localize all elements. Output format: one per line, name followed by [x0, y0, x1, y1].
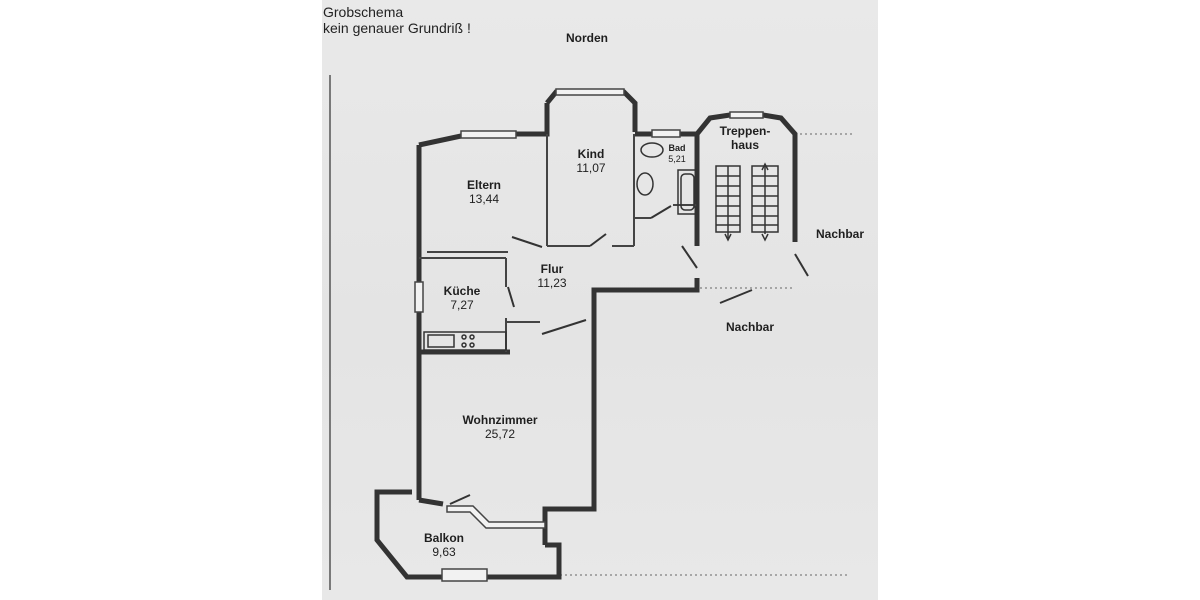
sink: [640, 142, 664, 158]
room-bad-name: Bad: [668, 143, 685, 153]
neighbor-east-label: Nachbar: [816, 227, 864, 241]
room-wohnzimmer-area: 25,72: [485, 427, 515, 441]
room-treppenhaus-name-1: Treppen-: [720, 124, 771, 138]
stairs: [715, 162, 779, 242]
neighbor-south-label: Nachbar: [726, 320, 774, 334]
window-kind: [555, 88, 625, 96]
room-treppenhaus-name-2: haus: [731, 138, 759, 152]
window-treppenhaus: [729, 111, 764, 119]
window-eltern: [460, 130, 517, 139]
boundary-dotted-lines: [560, 133, 855, 576]
room-balkon-area: 9,63: [432, 545, 456, 559]
kitchen-counter: [423, 331, 507, 351]
toilet: [636, 172, 654, 196]
room-eltern-name: Eltern: [467, 178, 501, 192]
room-wohnzimmer-name: Wohnzimmer: [462, 413, 537, 427]
header-line-1: Grobschema: [323, 4, 404, 20]
room-flur-name: Flur: [541, 262, 564, 276]
interior-walls: [419, 134, 697, 352]
header-line-2: kein genauer Grundriß !: [323, 20, 471, 36]
room-bad-area: 5,21: [668, 154, 686, 164]
window-balkon: [441, 568, 488, 582]
room-kueche-name: Küche: [444, 284, 481, 298]
balcony-door: [446, 505, 546, 529]
room-eltern-area: 13,44: [469, 192, 499, 206]
bathroom-fixtures: [636, 142, 698, 215]
door-swings: [449, 205, 809, 505]
windows: [414, 88, 764, 582]
room-kind-name: Kind: [578, 147, 605, 161]
room-flur-area: 11,23: [537, 276, 566, 290]
north-label: Norden: [566, 31, 608, 45]
room-kueche-area: 7,27: [450, 298, 474, 312]
room-kind-area: 11,07: [576, 161, 605, 175]
window-kueche: [414, 281, 424, 313]
bathtub: [677, 169, 698, 215]
window-bad: [651, 129, 681, 138]
room-balkon-name: Balkon: [424, 531, 464, 545]
